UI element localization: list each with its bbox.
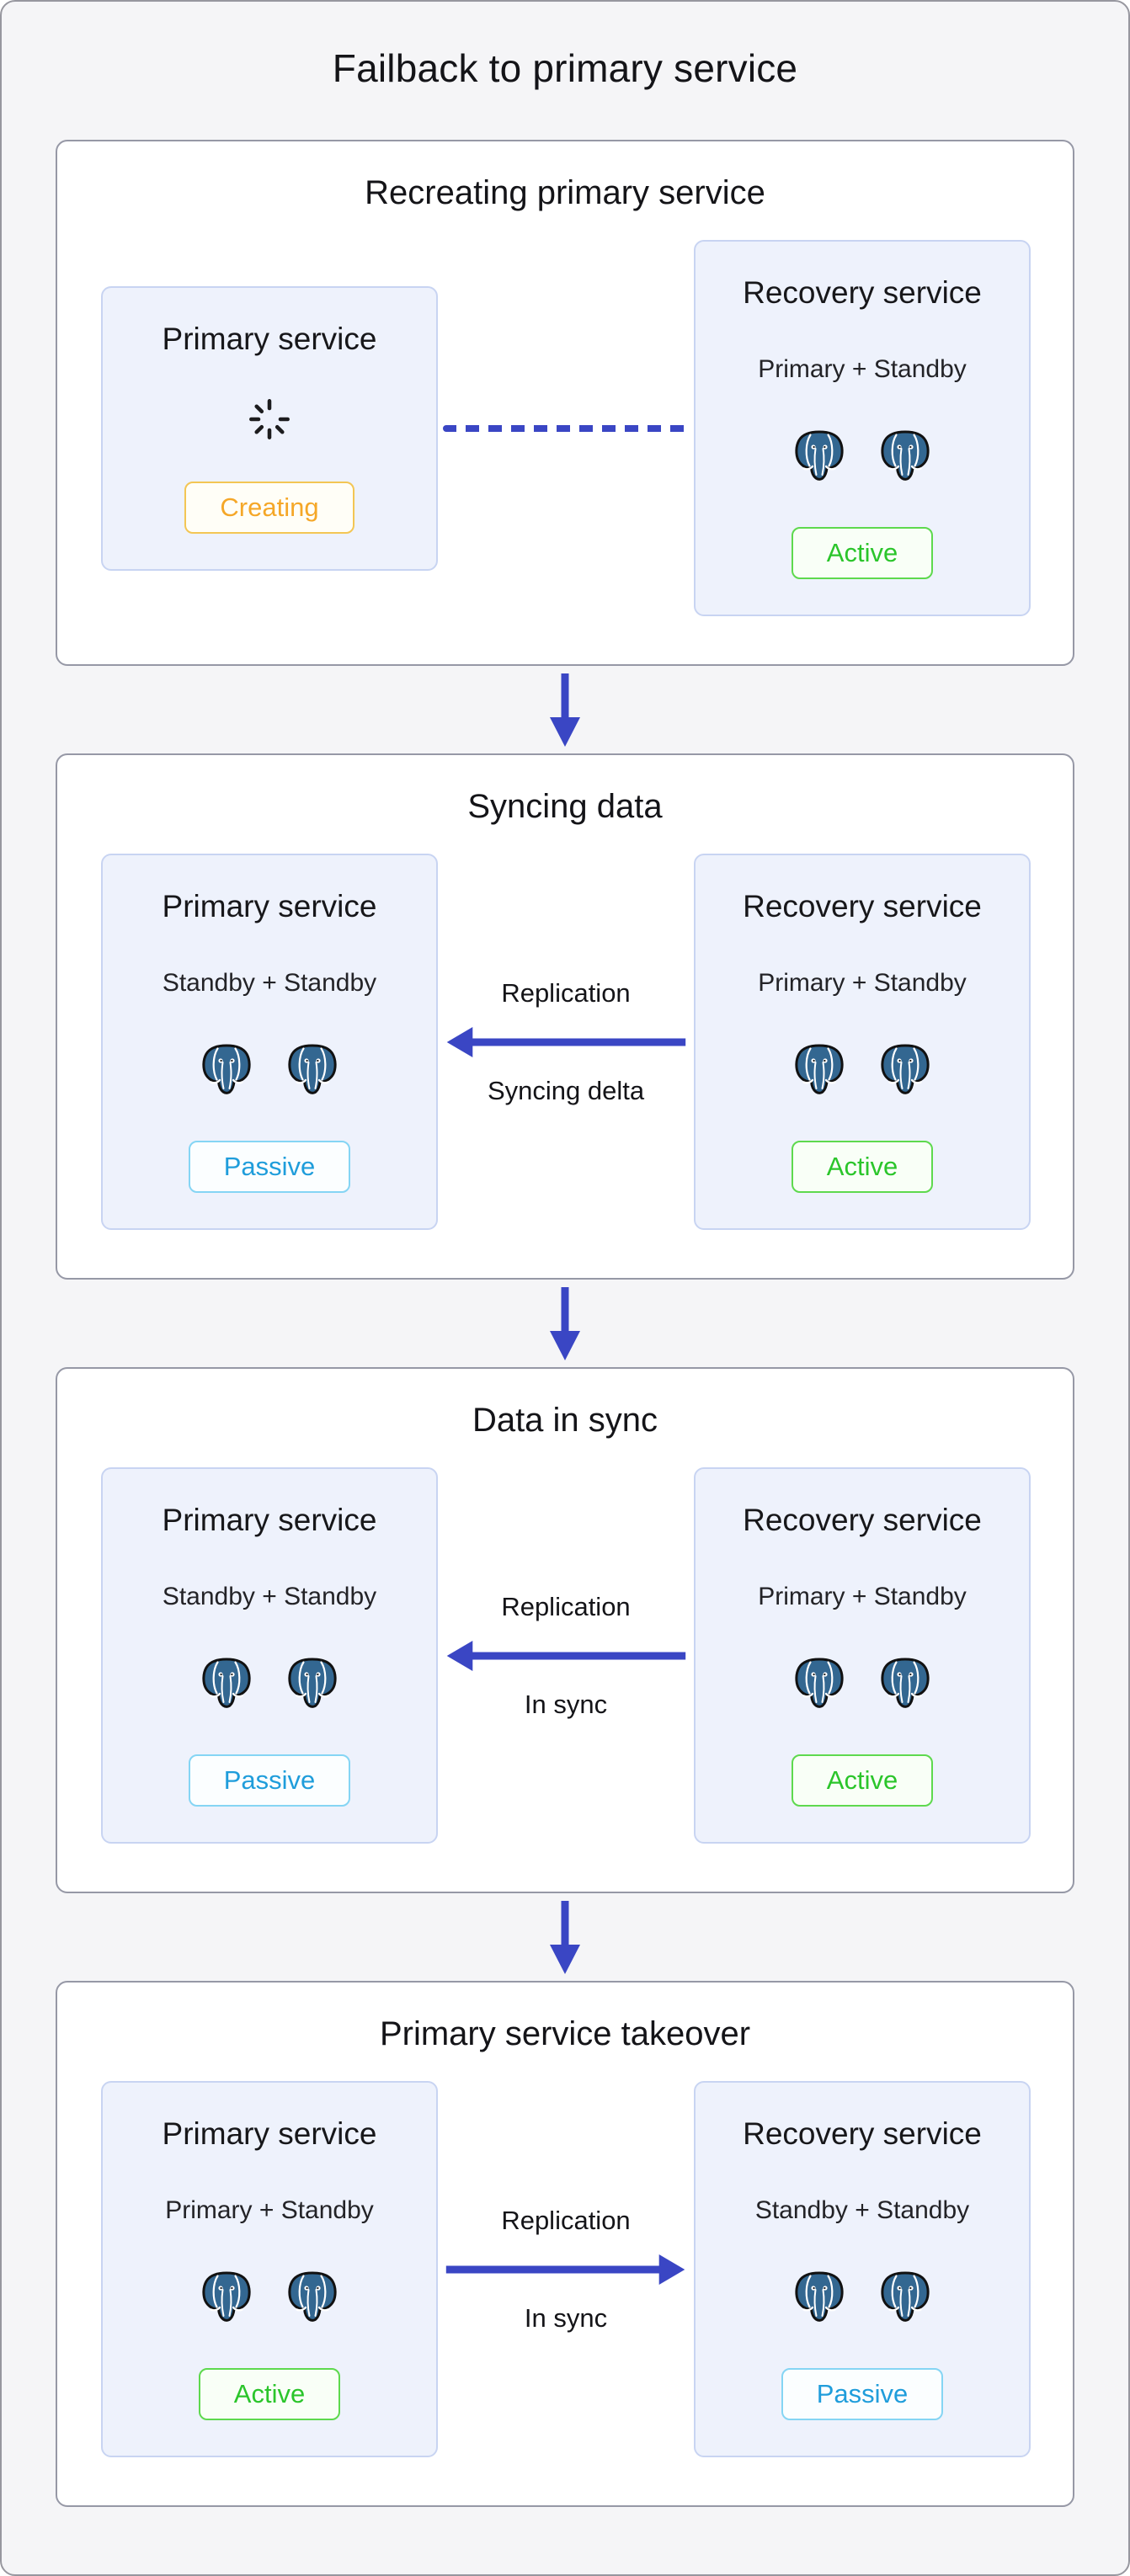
postgresql-elephant-icon [792,1656,846,1710]
status-badge: Passive [188,1754,351,1807]
service-box-title: Recovery service [743,2116,982,2151]
dashed-connector-line [443,424,689,432]
panel-title: Recreating primary service [365,174,765,211]
postgresql-elephant-icon [878,2270,932,2323]
recovery-service-box: Recovery service Primary + Standby [694,240,1031,616]
database-node-row [200,1656,339,1710]
connector-label-top: Replication [501,2205,631,2235]
panel-title: Primary service takeover [379,2015,751,2052]
service-box-title: Recovery service [743,1503,982,1537]
service-box-title: Primary service [162,889,377,923]
diagram-title: Failback to primary service [332,46,798,90]
database-node-row [200,2270,339,2323]
connector-label-bottom: Syncing delta [487,1075,645,1105]
panel-data-in-sync: Data in sync Primary service Standby + S… [56,1367,1074,1893]
panel-body: Primary service Standby + Standby [57,828,1073,1278]
flow-down-arrow-icon [546,1285,584,1362]
service-box-subtitle: Primary + Standby [758,1583,967,1610]
service-box-subtitle: Standby + Standby [162,969,377,997]
postgresql-elephant-icon [285,1042,339,1096]
replication-connector: Replication Syncing delta [438,978,694,1106]
postgresql-elephant-icon [878,428,932,482]
primary-service-box: Primary service Standby + Standby [101,854,438,1230]
status-badge: Active [791,1141,934,1193]
postgresql-elephant-icon [285,1656,339,1710]
connector-label-top: Replication [501,1591,631,1621]
service-box-title: Primary service [162,2116,377,2151]
postgresql-elephant-icon [792,2270,846,2323]
panel-title: Syncing data [467,788,663,825]
primary-service-box: Primary service Standby + Standby [101,1467,438,1844]
service-box-title: Recovery service [743,275,982,310]
database-node-row [792,428,932,482]
panel-body: Primary service Primary + Standby [57,2055,1073,2505]
replication-connector: Replication In sync [438,2206,694,2334]
panel-body: Primary service Creating Recov [57,214,1073,664]
service-box-subtitle: Primary + Standby [758,355,967,383]
postgresql-elephant-icon [792,428,846,482]
postgresql-elephant-icon [200,1656,253,1710]
service-box-subtitle: Primary + Standby [758,969,967,997]
service-box-subtitle: Standby + Standby [162,1583,377,1610]
status-badge: Passive [781,2368,944,2420]
flow-step-gap [546,1280,584,1367]
recovery-service-box: Recovery service Standby + Standby [694,2081,1031,2457]
postgresql-elephant-icon [878,1656,932,1710]
database-node-row [200,1042,339,1096]
replication-arrow-left-icon [446,1026,686,1057]
panel-syncing-data: Syncing data Primary service Standby + S… [56,753,1074,1280]
flow-down-arrow-icon [546,1898,584,1976]
recovery-service-box: Recovery service Primary + Standby [694,854,1031,1230]
database-node-row [792,1656,932,1710]
status-badge: Passive [188,1141,351,1193]
postgresql-elephant-icon [285,2270,339,2323]
status-badge: Active [791,527,934,579]
service-box-title: Recovery service [743,889,982,923]
panel-primary-service-takeover: Primary service takeover Primary service… [56,1981,1074,2507]
primary-service-box: Primary service Primary + Standby [101,2081,438,2457]
service-box-title: Primary service [162,1503,377,1537]
replication-connector: Replication In sync [438,1592,694,1720]
replication-arrow-right-icon [445,2254,685,2285]
flow-step-gap [546,666,584,753]
postgresql-elephant-icon [200,2270,253,2323]
primary-service-box: Primary service Creating [101,285,438,571]
panel-recreating-primary-service: Recreating primary service Primary servi… [56,140,1074,666]
flow-down-arrow-icon [546,671,584,748]
postgresql-elephant-icon [200,1042,253,1096]
connector-label-top: Replication [501,977,631,1008]
flow-step-gap [546,1893,584,1981]
connector-label-bottom: In sync [524,2302,608,2333]
status-badge: Active [198,2368,341,2420]
status-badge: Active [791,1754,934,1807]
service-box-subtitle: Primary + Standby [165,2196,374,2224]
panel-title: Data in sync [472,1402,658,1439]
postgresql-elephant-icon [792,1042,846,1096]
service-box-subtitle: Standby + Standby [754,2196,970,2224]
database-node-row [792,1042,932,1096]
postgresql-elephant-icon [878,1042,932,1096]
replication-arrow-left-icon [446,1640,686,1671]
panel-body: Primary service Standby + Standby [57,1441,1073,1892]
recovery-service-box: Recovery service Primary + Standby [694,1467,1031,1844]
loading-spinner-icon [248,397,291,441]
database-node-row [792,2270,932,2323]
service-box-title: Primary service [162,321,377,356]
status-badge: Creating [184,481,354,534]
connector-label-bottom: In sync [524,1689,608,1719]
